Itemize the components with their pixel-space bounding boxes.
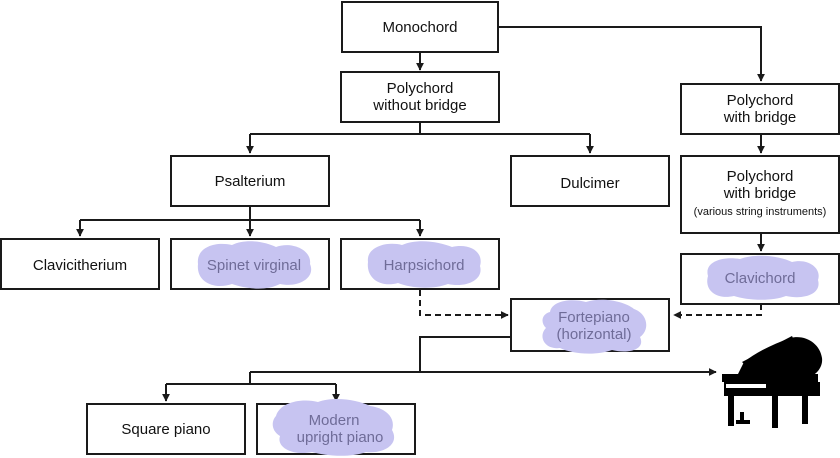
node-fortepiano-line2: (horizontal) xyxy=(556,326,631,343)
node-polychord-with-bridge-various: Polychord with bridge (various string in… xyxy=(680,155,840,234)
node-spinet-virginal: Spinet virginal xyxy=(170,238,330,290)
node-polychord-various-line1: Polychord xyxy=(727,168,794,185)
node-monochord-label: Monochord xyxy=(382,19,457,36)
node-square-piano-label: Square piano xyxy=(121,421,210,438)
node-polychord-with-bridge-line1: Polychord xyxy=(727,92,794,109)
node-psalterium: Psalterium xyxy=(170,155,330,207)
highlight-blob-clavichord xyxy=(707,255,819,300)
node-spinet-virginal-label: Spinet virginal xyxy=(207,257,301,274)
grand-piano-icon xyxy=(722,336,823,428)
node-polychord-various-line3: (various string instruments) xyxy=(694,206,827,218)
node-harpsichord: Harpsichord xyxy=(340,238,500,290)
node-clavichord-label: Clavichord xyxy=(725,270,796,287)
node-fortepiano-line1: Fortepiano xyxy=(558,309,630,326)
node-polychord-with-bridge-line2: with bridge xyxy=(723,109,797,126)
highlight-blob-harpsichord xyxy=(367,241,481,288)
node-modern-upright-line1: Modern xyxy=(309,412,360,429)
node-polychord-various-line2: with bridge xyxy=(723,185,797,202)
node-monochord: Monochord xyxy=(341,1,499,53)
node-polychord-without-bridge: Polychord without bridge xyxy=(340,71,500,123)
node-square-piano: Square piano xyxy=(86,403,246,455)
edge-monochord-polychord-bridge xyxy=(498,26,765,82)
node-clavicitherium: Clavicitherium xyxy=(0,238,160,290)
edge-clavichord-fortepiano xyxy=(673,304,762,319)
node-modern-upright-piano: Modern upright piano xyxy=(256,399,416,456)
connectors xyxy=(76,26,765,402)
highlight-blob-fortepiano xyxy=(542,299,647,354)
node-dulcimer-label: Dulcimer xyxy=(560,175,619,192)
node-polychord-without-bridge-line2: without bridge xyxy=(372,97,466,114)
highlight-blob-modern-upright xyxy=(272,399,395,456)
node-psalterium-label: Psalterium xyxy=(215,173,286,190)
node-modern-upright-line2: upright piano xyxy=(297,429,384,446)
node-polychord-with-bridge: Polychord with bridge xyxy=(680,83,840,135)
node-harpsichord-label: Harpsichord xyxy=(384,257,465,274)
node-fortepiano: Fortepiano (horizontal) xyxy=(510,298,670,354)
node-clavichord: Clavichord xyxy=(680,253,840,305)
node-clavicitherium-label: Clavicitherium xyxy=(33,257,127,274)
node-dulcimer: Dulcimer xyxy=(510,155,670,207)
node-polychord-without-bridge-line1: Polychord xyxy=(387,80,454,97)
edge-harpsichord-fortepiano xyxy=(419,290,509,319)
edge-fortepiano-bus xyxy=(419,336,510,372)
highlight-blob-spinet xyxy=(197,241,312,289)
